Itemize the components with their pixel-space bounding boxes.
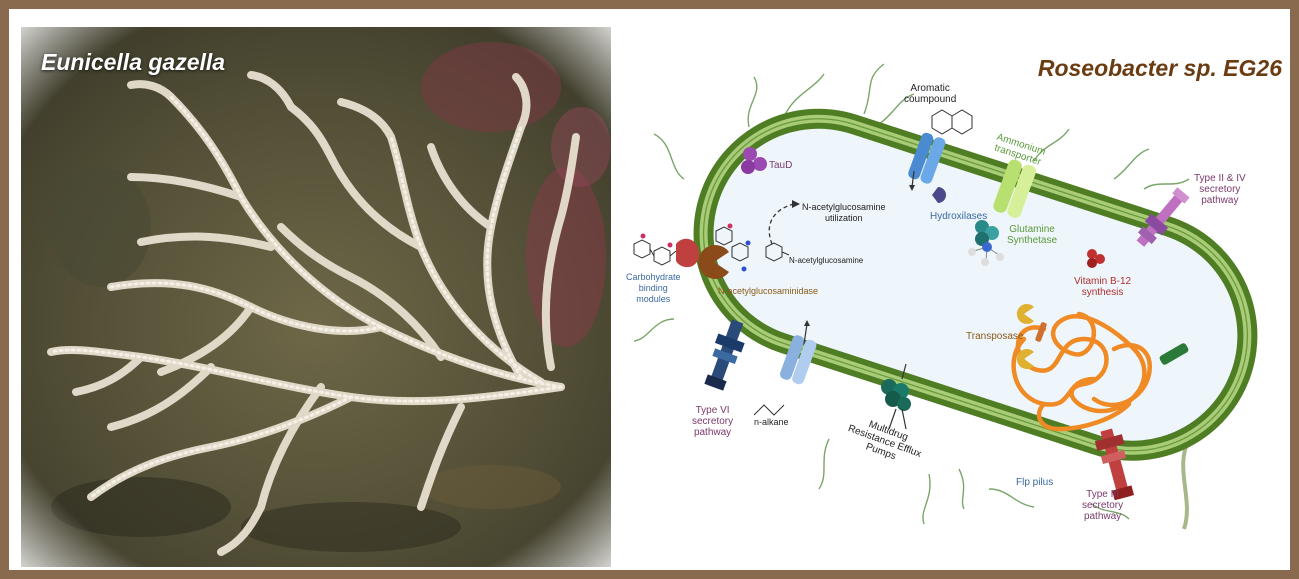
label-nacetylglucosamine-utilization: N-acetylglucosamine utilization [802,202,886,223]
label-carbohydrate-binding-modules: Carbohydrate binding modules [626,272,681,304]
label-type-vi-secretion: Type VI secretory pathway [692,405,734,438]
transposase-bar [1035,322,1047,342]
aromatic-transporter-icon [908,132,946,184]
label-aromatic-compound: Aromatic coumpound [904,83,957,105]
chromosome-dna-icon [1011,311,1153,432]
vitamin-b12-icon [1087,249,1105,268]
multidrug-efflux-pump-icon [881,379,911,411]
label-glutamine-synthetase: Glutamine Synthetase [1007,224,1058,246]
transposase-icon-top [1016,304,1034,324]
nacetylglucosaminidase-icon [698,245,729,279]
nacetylglucosamine-molecule [765,242,790,262]
label-type-iii-secretion: Type III secretory pathway [1082,489,1124,522]
carbohydrate-chain-icon [633,239,677,266]
transposase-icon-bottom [1016,349,1034,370]
carbohydrate-binding-module-icon [676,238,699,268]
nacetylase-substrate [715,226,749,262]
aromatic-compound-icon [931,109,973,135]
bacterial-cell-panel: Roseobacter sp. EG26 Aromatic coumpound … [614,19,1294,574]
efflux-arrows [888,363,907,430]
label-nacetylglucosamine: N-acetylglucosamine [789,256,864,265]
label-hydroxilases: Hydroxilases [930,211,988,222]
nalkane-arrow [803,323,808,345]
bacterial-cell-diagram [633,63,1258,530]
label-flp-pilus: Flp pilus [1016,477,1054,488]
type-vi-secretion-icon [704,319,745,391]
ammonium-molecule-icon [968,242,1004,266]
label-taud: TauD [769,160,793,171]
ammonium-transporter-icon [993,159,1036,218]
label-type-ii-iv-secretion: Type II & IV secretory pathway [1194,173,1246,206]
label-vitamin-b12: Vitamin B-12 synthesis [1074,276,1132,298]
coral-species-title: Eunicella gazella [41,49,226,75]
nalkane-chain [753,404,785,416]
nalkane-transporter-icon [779,335,817,385]
flp-pilus-base-icon [1159,343,1189,365]
coral-photo-panel: Eunicella gazella [21,27,611,567]
label-transposase: Transposase [966,331,1024,342]
label-nacetylglucosaminidase: N-acetylglucosaminidase [718,286,819,296]
type-ii-iv-secretion-icon [1136,187,1190,247]
label-nalkane: n-alkane [754,417,789,427]
bacterium-species-title: Roseobacter sp. EG26 [1037,55,1282,81]
coral-photo [21,27,611,567]
aromatic-arrow [911,170,915,188]
taud-protein-icon [741,147,767,174]
cell-envelope [693,108,1258,461]
hydroxilase-icon [932,187,946,203]
